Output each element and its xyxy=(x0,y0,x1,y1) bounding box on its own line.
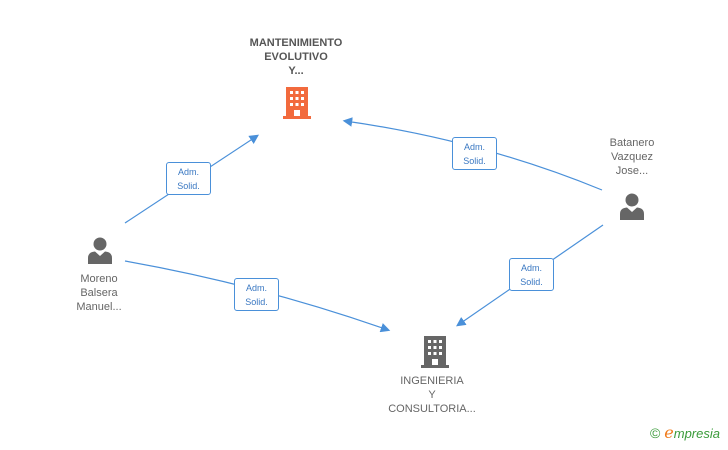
brand-wordmark: empresia xyxy=(664,423,720,442)
edge-label-moreno-ing: Adm. Solid. xyxy=(234,278,279,311)
company-main-label[interactable]: MANTENIMIENTO EVOLUTIVO Y... xyxy=(249,37,343,77)
empresia-logo: © empresia xyxy=(650,423,720,442)
copyright-symbol: © xyxy=(649,424,661,441)
edge-label-batanero-ing: Adm. Solid. xyxy=(509,258,554,291)
company-ing-label[interactable]: INGENIERIA Y CONSULTORIA... xyxy=(388,375,476,415)
building-icon[interactable] xyxy=(281,85,313,119)
person-batanero-label[interactable]: Batanero Vazquez Jose... xyxy=(609,137,655,177)
person-moreno-label[interactable]: Moreno Balsera Manuel... xyxy=(76,273,122,313)
building-icon[interactable] xyxy=(419,334,451,368)
person-icon[interactable] xyxy=(86,236,114,264)
person-icon[interactable] xyxy=(618,192,646,220)
edge-label-moreno-main: Adm. Solid. xyxy=(166,162,211,195)
edge-label-batanero-main: Adm. Solid. xyxy=(452,137,497,170)
